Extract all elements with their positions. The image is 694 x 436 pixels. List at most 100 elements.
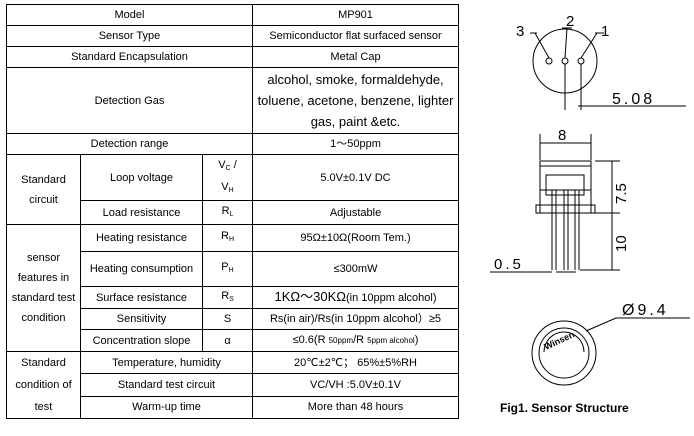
row-test-circuit: Standard test circuit VC/VH :5.0V±0.1V: [7, 373, 459, 397]
row-encapsulation: Standard Encapsulation Metal Cap: [6, 46, 459, 68]
load-resistance-label: Load resistance: [80, 200, 203, 225]
loop-voltage-label: Loop voltage: [80, 154, 203, 201]
sensor-element: [545, 174, 585, 196]
bottom-view-labels: Ø9.4 Winsen: [543, 302, 666, 352]
test-circuit-label: Standard test circuit: [80, 373, 253, 397]
temperature-value: 20℃±2℃； 65%±5%RH: [252, 350, 459, 375]
loop-voltage-value: 5.0V±0.1V DC: [252, 154, 459, 201]
encapsulation-label: Standard Encapsulation: [6, 46, 253, 68]
features-group: sensor features in standard test conditi…: [6, 224, 81, 352]
caption-text: Sensor Structure: [531, 401, 629, 415]
heating-resistance-symbol: RH: [202, 224, 253, 252]
diameter-leader: [585, 317, 617, 332]
row-sensor-type: Sensor Type Semiconductor flat surfaced …: [6, 25, 459, 47]
width-dim-label: 8: [558, 127, 566, 144]
surface-resistance-note: (in 10ppm alcohol): [345, 292, 437, 304]
row-loop-voltage: Standard circuit Loop voltage VC /VH 5.0…: [6, 154, 459, 225]
slope-part-a: ≤0.6(R: [292, 334, 329, 346]
sensor-type-value: Semiconductor flat surfaced sensor: [252, 25, 459, 47]
pin-1-label: 1: [601, 23, 609, 40]
side-view: [490, 134, 620, 273]
row-load-resistance: Load resistance RL Adjustable: [7, 200, 459, 225]
slope-part-b: 50ppm: [328, 336, 354, 345]
warmup-value: More than 48 hours: [252, 395, 459, 420]
caption-prefix: Fig1.: [500, 401, 532, 415]
symbol-rl: R: [221, 204, 230, 217]
pin-1-dot: [577, 57, 585, 65]
bottom-view-inner: [538, 327, 590, 379]
symbol-ph-sub: H: [228, 267, 234, 274]
concentration-slope-label: Concentration slope: [80, 329, 203, 352]
row-model: Model MP901: [6, 4, 459, 26]
encapsulation-value: Metal Cap: [252, 46, 459, 68]
pin-2-label: 2: [566, 13, 574, 30]
symbol-vc-sub: C: [225, 164, 231, 172]
row-detection-gas: Detection Gas alcohol, smoke, formaldehy…: [6, 67, 459, 134]
load-resistance-value: Adjustable: [252, 200, 459, 225]
row-heating-resistance: sensor features in standard test conditi…: [6, 224, 459, 352]
slope-part-c: /R: [353, 334, 368, 346]
heating-resistance-value: 95Ω±10Ω(Room Tem.): [252, 224, 459, 252]
standard-circuit-group: Standard circuit: [6, 154, 81, 225]
surface-resistance-label: Surface resistance: [80, 286, 203, 309]
cap-dim-label: 7.5: [613, 183, 630, 204]
test-circuit-value: VC/VH :5.0V±0.1V: [252, 373, 459, 397]
row-warmup: Warm-up time More than 48 hours: [7, 395, 459, 420]
warmup-label: Warm-up time: [80, 395, 253, 420]
sensitivity-value: Rs(in air)/Rs(in 10ppm alcohol）≥5: [252, 308, 459, 330]
load-resistance-symbol: RL: [202, 200, 253, 225]
model-label: Model: [6, 4, 253, 26]
detection-gas-label: Detection Gas: [6, 67, 253, 134]
row-heating-consumption: Heating consumption PH ≤300mW: [7, 251, 459, 287]
pin-3-leader: [534, 32, 550, 59]
row-detection-range: Detection range 1～50ppm: [6, 133, 459, 155]
mesh-arc: [543, 331, 585, 353]
sensitivity-label: Sensitivity: [80, 308, 203, 330]
lead-length-label: 10: [613, 235, 630, 252]
pitch-dim-label: 5.08: [612, 91, 655, 108]
sensor-structure-drawing: 3 2 1 5.08 8 7.5 10 0.5: [490, 13, 690, 386]
top-view: [530, 27, 686, 110]
slope-part-d: 5ppm alcohol: [367, 336, 415, 345]
heating-consumption-symbol: PH: [202, 251, 253, 287]
lead-dia-label: 0.5: [494, 256, 524, 273]
figure-caption: Fig1. Sensor Structure: [500, 401, 629, 415]
row-sensitivity: Sensitivity S Rs(in air)/Rs(in 10ppm alc…: [7, 308, 459, 330]
slope-part-e: ): [414, 334, 419, 346]
symbol-rl-sub: L: [229, 210, 234, 218]
test-condition-group: Standard condition of test: [6, 351, 81, 419]
pin-2-dot: [561, 57, 569, 65]
cap-flange: [535, 204, 596, 214]
detection-range-value: 1～50ppm: [252, 133, 459, 155]
loop-voltage-symbol: VC /VH: [202, 154, 253, 201]
pin-3-dot: [545, 57, 553, 65]
heating-resistance-label: Heating resistance: [80, 224, 203, 252]
sensitivity-symbol: S: [202, 308, 253, 330]
side-view-labels: 8 7.5 10 0.5: [494, 127, 630, 273]
surface-resistance-value: 1KΩ～30KΩ(in 10ppm alcohol): [252, 286, 459, 309]
surface-resistance-symbol: RS: [202, 286, 253, 309]
surface-resistance-range: 1KΩ～30KΩ: [274, 289, 346, 304]
row-temperature: Standard condition of test Temperature, …: [6, 350, 459, 419]
heating-consumption-label: Heating consumption: [80, 251, 203, 287]
concentration-slope-value: ≤0.6(R 50ppm/R 5ppm alcohol): [252, 329, 459, 352]
symbol-rh: R: [220, 230, 229, 242]
concentration-slope-symbol: α: [202, 329, 253, 352]
detection-range-label: Detection range: [6, 133, 253, 155]
bottom-view-outline: [531, 320, 597, 386]
temperature-label: Temperature, humidity: [80, 350, 253, 375]
symbol-vh: V: [221, 180, 229, 193]
symbol-vc: V: [218, 158, 226, 171]
top-view-labels: 3 2 1 5.08: [516, 13, 655, 108]
symbol-rs: R: [221, 289, 230, 302]
spec-table: Model MP901 Sensor Type Semiconductor fl…: [6, 4, 459, 420]
symbol-separator: /: [230, 158, 237, 171]
symbol-vh-sub: H: [228, 186, 234, 194]
model-value: MP901: [252, 4, 459, 26]
pin-2-leader: [564, 27, 568, 59]
symbol-rh-sub: H: [228, 236, 234, 243]
bottom-view: [531, 317, 690, 386]
detection-gas-value: alcohol, smoke, formaldehyde, toluene, a…: [252, 67, 459, 134]
heating-consumption-value: ≤300mW: [252, 251, 459, 287]
pin-3-label: 3: [516, 23, 524, 40]
